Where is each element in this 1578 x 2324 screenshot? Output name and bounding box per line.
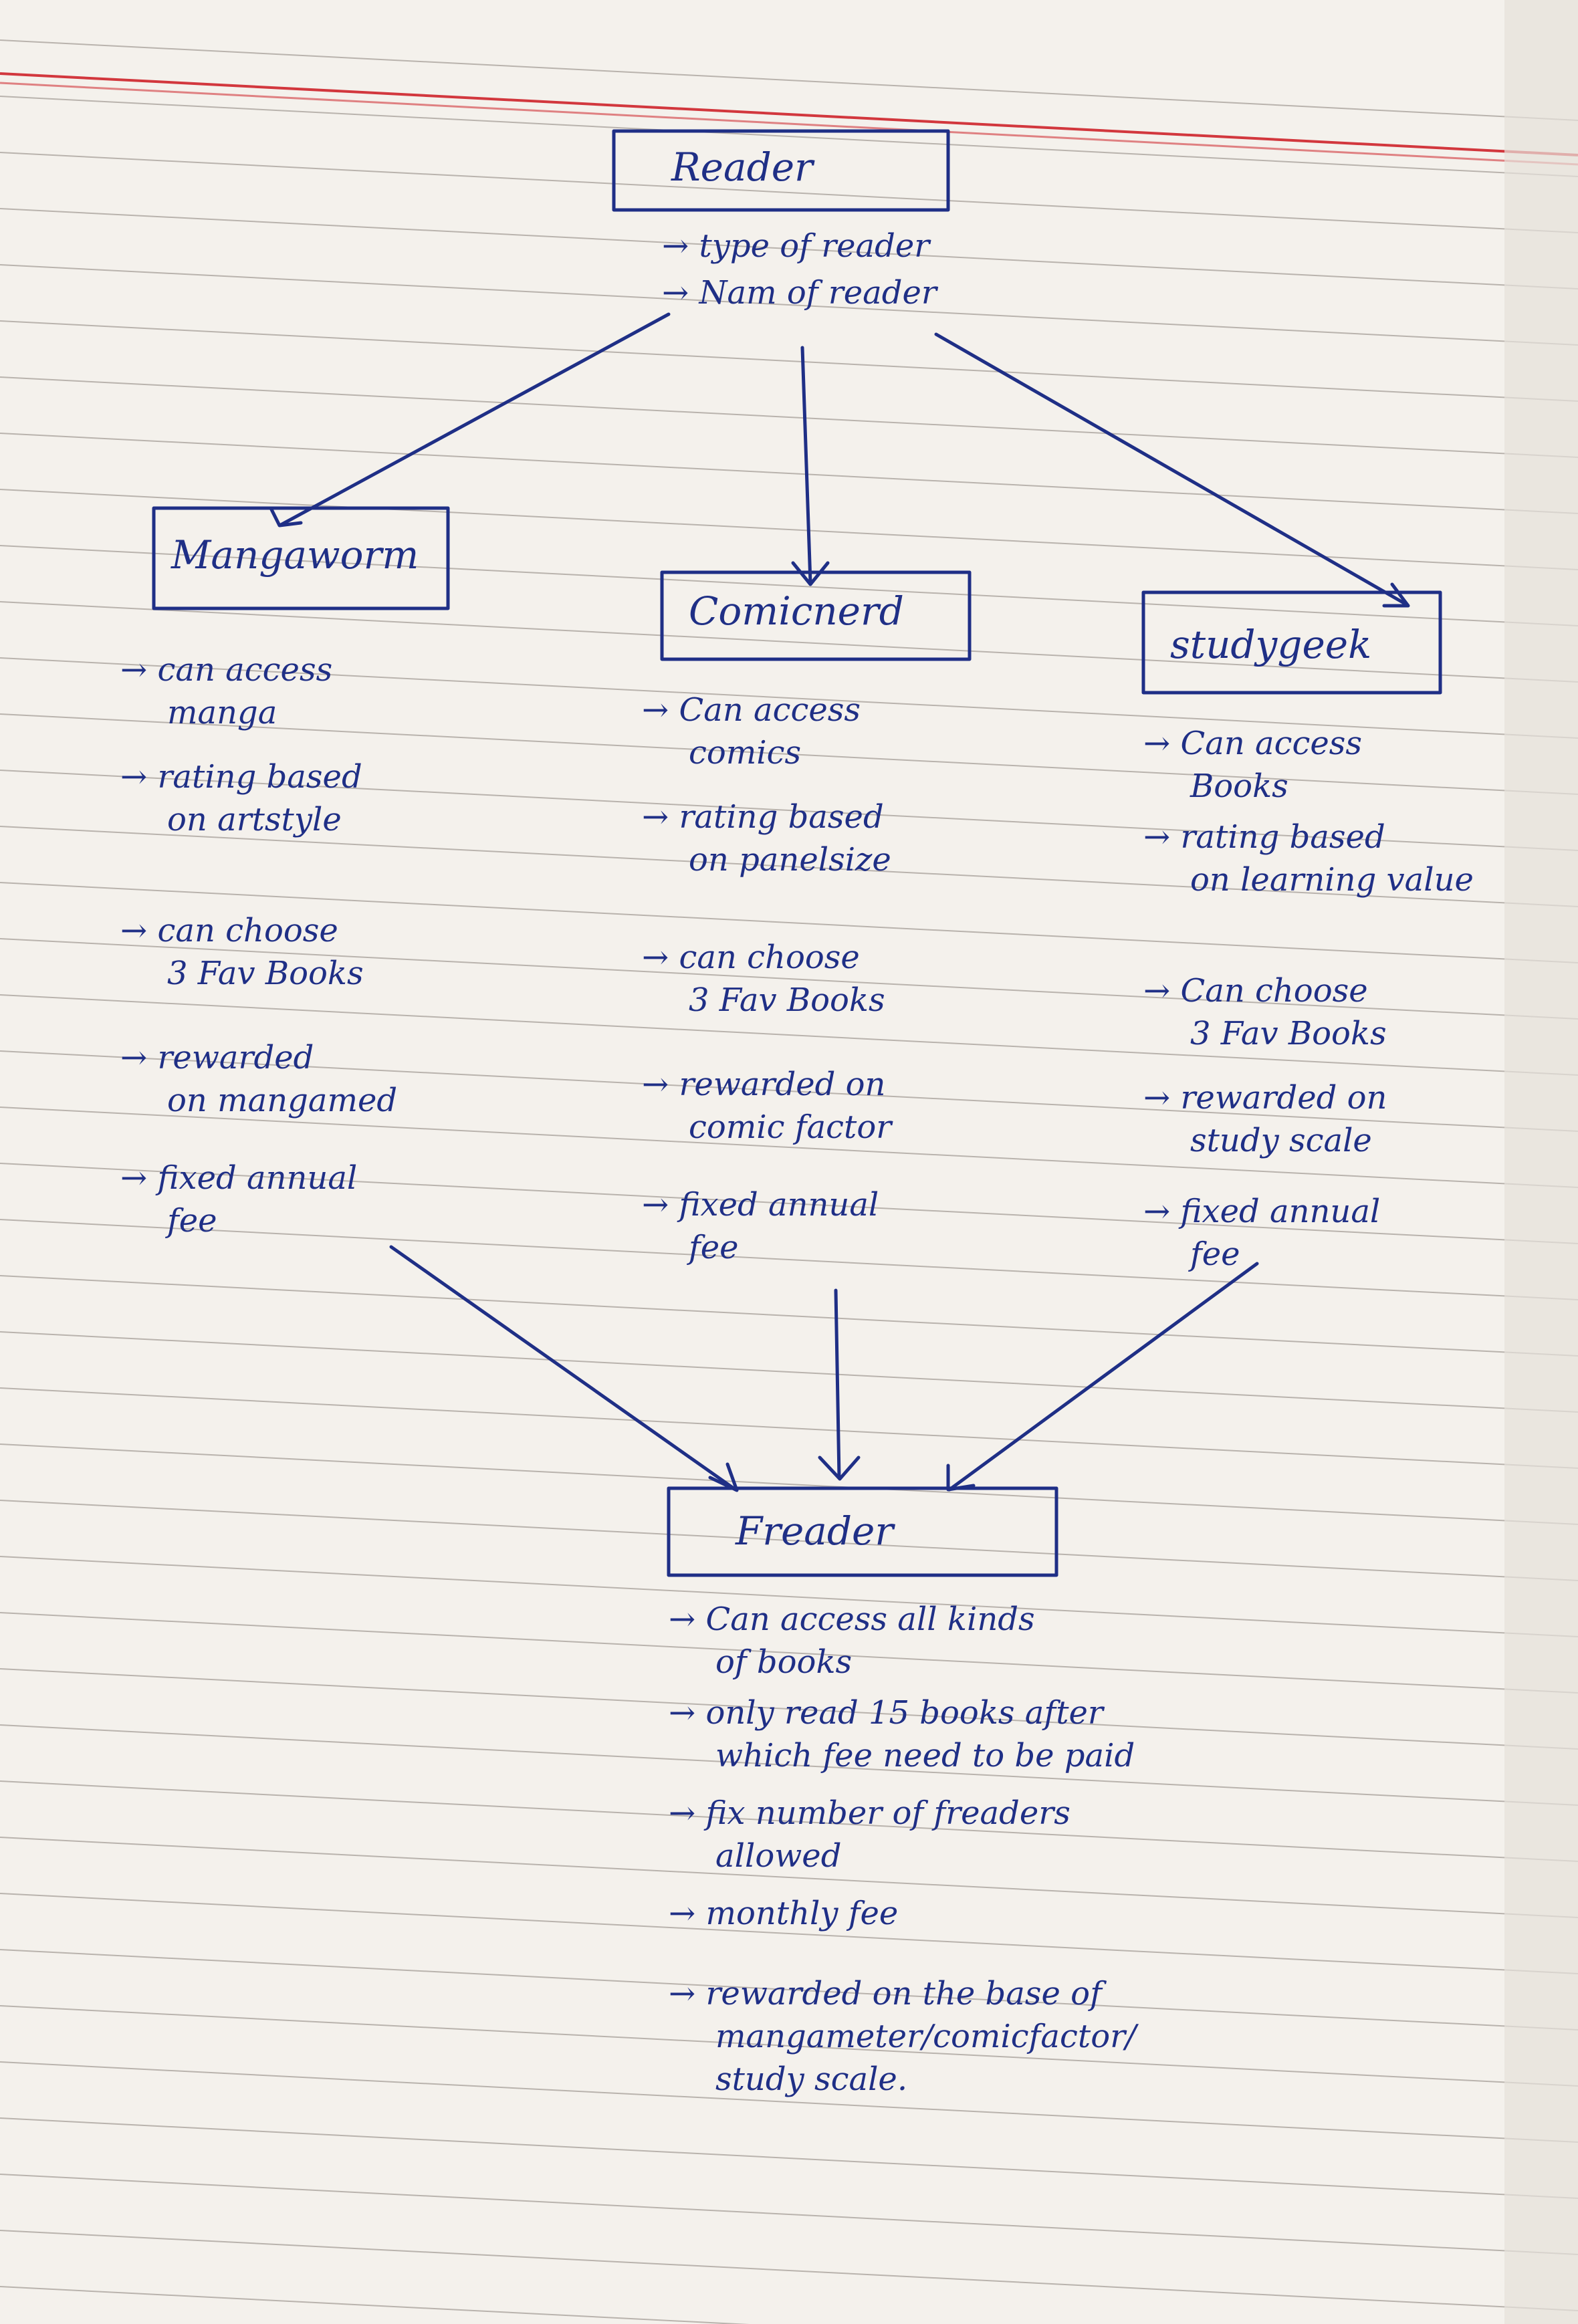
ruled-line — [0, 208, 1578, 289]
ruled-lines — [0, 39, 1578, 2324]
arrowhead-mangaworm — [269, 506, 303, 528]
ruled-line — [0, 770, 1578, 851]
arrow-reader-to-comicnerd — [800, 346, 812, 585]
mangaworm-title: Mangaworm — [171, 532, 419, 578]
ruled-line — [0, 1050, 1578, 1132]
arrowhead-freader-center — [818, 1456, 861, 1481]
studygeek-title: studygeek — [1170, 622, 1372, 667]
ruled-line — [0, 882, 1578, 963]
ruled-line — [0, 1724, 1578, 1806]
ruled-line — [0, 152, 1578, 233]
comicnerd-box — [660, 570, 972, 661]
arrowhead-freader-right — [946, 1464, 976, 1492]
ruled-line — [0, 1780, 1578, 1862]
ruled-line — [0, 1500, 1578, 1581]
arrow-comicnerd-to-freader — [834, 1288, 841, 1480]
arrow-mangaworm-to-freader — [389, 1245, 738, 1492]
ruled-line — [0, 1893, 1578, 1974]
reader-box — [612, 129, 950, 212]
ruled-line — [0, 1837, 1578, 1918]
ruled-line — [0, 826, 1578, 907]
ruled-line — [0, 1949, 1578, 2030]
comicnerd-title: Comicnerd — [689, 588, 904, 634]
ruled-line — [0, 1612, 1578, 1694]
freader-item: → monthly fee — [669, 1895, 899, 1932]
ruled-line — [0, 657, 1578, 739]
freader-title: Freader — [736, 1508, 894, 1554]
page-margin-line — [0, 72, 1578, 156]
arrow-reader-to-studygeek — [934, 332, 1410, 607]
ruled-line — [0, 1556, 1578, 1637]
ruled-line — [0, 2230, 1578, 2311]
ruled-line — [0, 713, 1578, 795]
ruled-line — [0, 2061, 1578, 2143]
ruled-line — [0, 1163, 1578, 1244]
reader-attribute: → Nam of reader — [662, 274, 937, 312]
ruled-line — [0, 1275, 1578, 1357]
arrowhead-comicnerd — [791, 561, 830, 586]
ruled-line — [0, 994, 1578, 1076]
arrowhead-studygeek — [1382, 582, 1410, 608]
ruled-line — [0, 1219, 1578, 1300]
ruled-line — [0, 2117, 1578, 2199]
arrow-reader-to-mangaworm — [279, 312, 671, 527]
reader-title: Reader — [671, 144, 813, 190]
ruled-line — [0, 433, 1578, 514]
ruled-line — [0, 320, 1578, 402]
page-spine-shadow — [1504, 0, 1578, 2324]
ruled-line — [0, 376, 1578, 458]
ruled-line — [0, 1107, 1578, 1188]
ruled-line — [0, 264, 1578, 346]
mangaworm-box — [152, 506, 450, 610]
ruled-line — [0, 601, 1578, 683]
studygeek-box — [1141, 590, 1442, 695]
ruled-line — [0, 1387, 1578, 1469]
ruled-line — [0, 2005, 1578, 2087]
ruled-line — [0, 489, 1578, 570]
ruled-line — [0, 39, 1578, 121]
ruled-line — [0, 1331, 1578, 1413]
freader-box — [667, 1486, 1058, 1577]
ruled-line — [0, 2286, 750, 2324]
ruled-line — [0, 2174, 1578, 2255]
ruled-line — [0, 938, 1578, 1020]
ruled-line — [0, 96, 1578, 177]
arrowhead-freader-left — [708, 1462, 739, 1492]
ruled-line — [0, 1668, 1578, 1750]
ruled-line — [0, 545, 1578, 626]
page-margin-line-2 — [0, 82, 1578, 166]
ruled-line — [0, 1443, 1578, 1525]
arrow-studygeek-to-freader — [947, 1262, 1259, 1492]
reader-attribute: → type of reader — [662, 227, 930, 265]
